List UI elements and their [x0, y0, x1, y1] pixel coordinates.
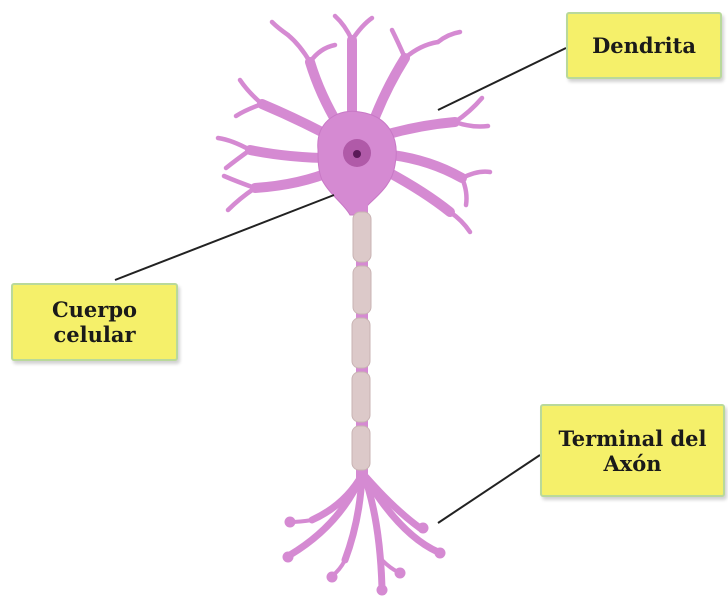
label-dendrita: Dendrita	[566, 12, 722, 79]
axon-terminal	[290, 475, 438, 588]
label-terminal-line2: Axón	[603, 451, 661, 476]
myelin-segment	[352, 426, 370, 470]
neuron	[218, 16, 490, 596]
leader-line-terminal	[438, 455, 540, 523]
synaptic-knobs	[283, 517, 446, 596]
leader-line-dendrita	[438, 48, 566, 110]
myelin-segment	[353, 212, 371, 262]
leader-line-cuerpo	[115, 195, 334, 280]
nucleolus	[353, 150, 361, 158]
label-cuerpo-line1: Cuerpo	[52, 297, 137, 322]
label-cuerpo-celular: Cuerpo celular	[11, 283, 178, 361]
label-cuerpo-line2: celular	[53, 322, 135, 347]
myelin-sheath	[352, 212, 371, 470]
label-dendrita-text: Dendrita	[592, 33, 696, 58]
myelin-segment	[352, 372, 370, 422]
myelin-segment	[352, 318, 370, 368]
label-terminal-axon: Terminal del Axón	[540, 404, 725, 497]
label-terminal-line1: Terminal del	[558, 426, 706, 451]
myelin-segment	[353, 266, 371, 314]
